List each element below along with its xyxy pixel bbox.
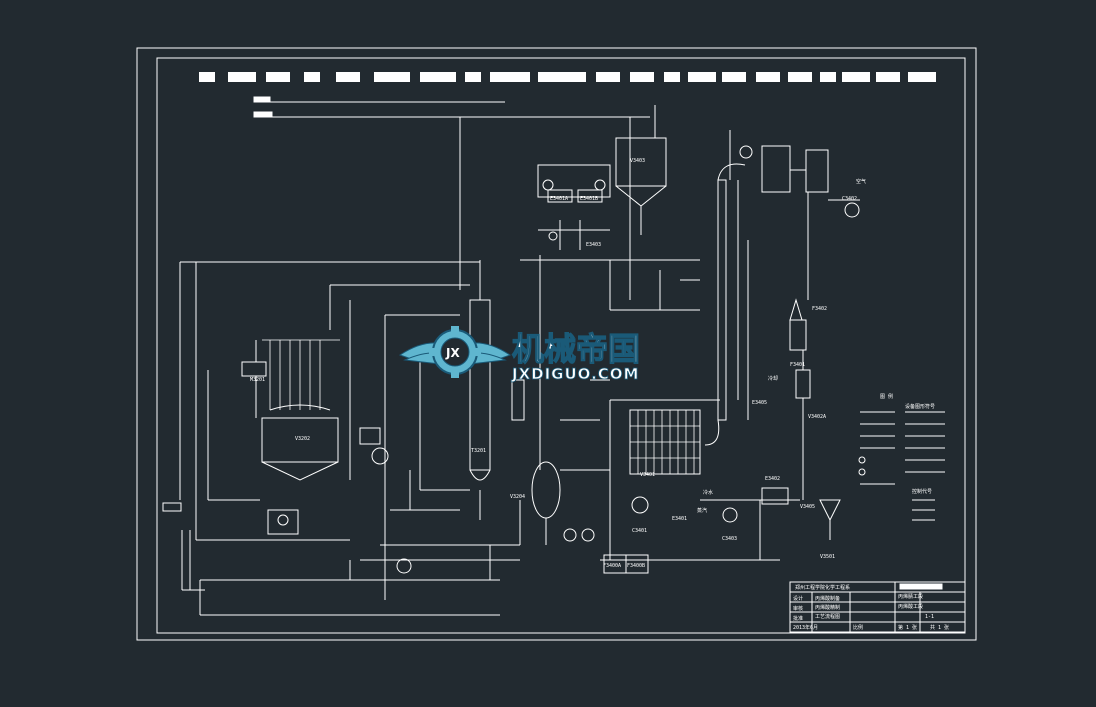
title-sheet-total: 共 1 张 <box>930 624 949 631</box>
label-F3400B: F3400B <box>627 563 645 569</box>
title-date: 2013年6月 <box>793 624 818 631</box>
label-E3403: E3403 <box>586 242 601 248</box>
label-V3401: V3401 <box>640 472 655 478</box>
water-in-label: 冷水 <box>703 489 713 496</box>
control-title: 控制代号 <box>912 488 932 495</box>
title-col-check: 审核 <box>793 605 803 612</box>
label-C3403: C3403 <box>722 536 737 542</box>
label-T3201: T3201 <box>471 448 486 454</box>
title-process-sub: 丙烯酸精制 <box>815 604 840 611</box>
legend-title: 图 例 <box>880 393 893 400</box>
diagram-labels: V3403 E3401A E3401B E3403 V3202 M3201 T3… <box>250 158 949 631</box>
label-E3405: E3405 <box>752 400 767 406</box>
label-M3201: M3201 <box>250 377 265 383</box>
title-col-approve: 批准 <box>793 615 803 622</box>
label-F3402: F3402 <box>812 306 827 312</box>
title-block-frame <box>789 581 966 633</box>
label-V3402A: V3402A <box>808 414 826 420</box>
label-F3401: F3401 <box>790 362 805 368</box>
header-symbol-strip <box>199 72 936 82</box>
label-E3401: E3401 <box>672 516 687 522</box>
label-C3402: C3402 <box>842 196 857 202</box>
label-V3403: V3403 <box>630 158 645 164</box>
label-E3402: E3402 <box>765 476 780 482</box>
label-V3405: V3405 <box>800 504 815 510</box>
outer-border <box>136 47 977 641</box>
cooling-label: 冷却 <box>768 375 778 382</box>
svg-text:JX: JX <box>445 346 460 360</box>
pipe-network <box>162 96 860 616</box>
title-col-design: 设计 <box>793 595 803 602</box>
watermark-cn: 机械帝国 <box>512 330 640 368</box>
watermark-en: JXDIGUO.COM <box>511 365 639 383</box>
title-ratio: 比例 <box>853 624 863 631</box>
title-sheet: 1-1 <box>925 614 934 620</box>
air-label: 空气 <box>856 178 866 185</box>
inner-border <box>156 57 966 634</box>
legend-symbols <box>858 411 945 521</box>
title-drawing-sub: 丙烯酸工段 <box>898 603 923 610</box>
label-V3204: V3204 <box>510 494 525 500</box>
label-C3401: C3401 <box>632 528 647 534</box>
gear-wings-logo-icon: JX <box>398 326 512 378</box>
watermark: JX 机械帝国 JXDIGUO.COM <box>398 326 641 383</box>
steam-label: 蒸汽 <box>697 507 707 514</box>
label-E3401A: E3401A <box>550 196 568 202</box>
legend-subtitle: 设备图形符号 <box>905 403 935 410</box>
title-process: 丙烯酸制备 <box>815 595 840 602</box>
label-E3401B: E3401B <box>580 196 598 202</box>
title-school: 郑州工程学院化学工程系 <box>795 584 850 591</box>
label-V3501: V3501 <box>820 554 835 560</box>
label-F3400A: F3400A <box>603 563 621 569</box>
title-sheet-count: 第 1 张 <box>898 624 917 631</box>
label-V3202: V3202 <box>295 436 310 442</box>
title-drawing: 丙烯腈工段 <box>898 593 923 600</box>
title-process-sub2: 工艺流程图 <box>815 613 840 620</box>
